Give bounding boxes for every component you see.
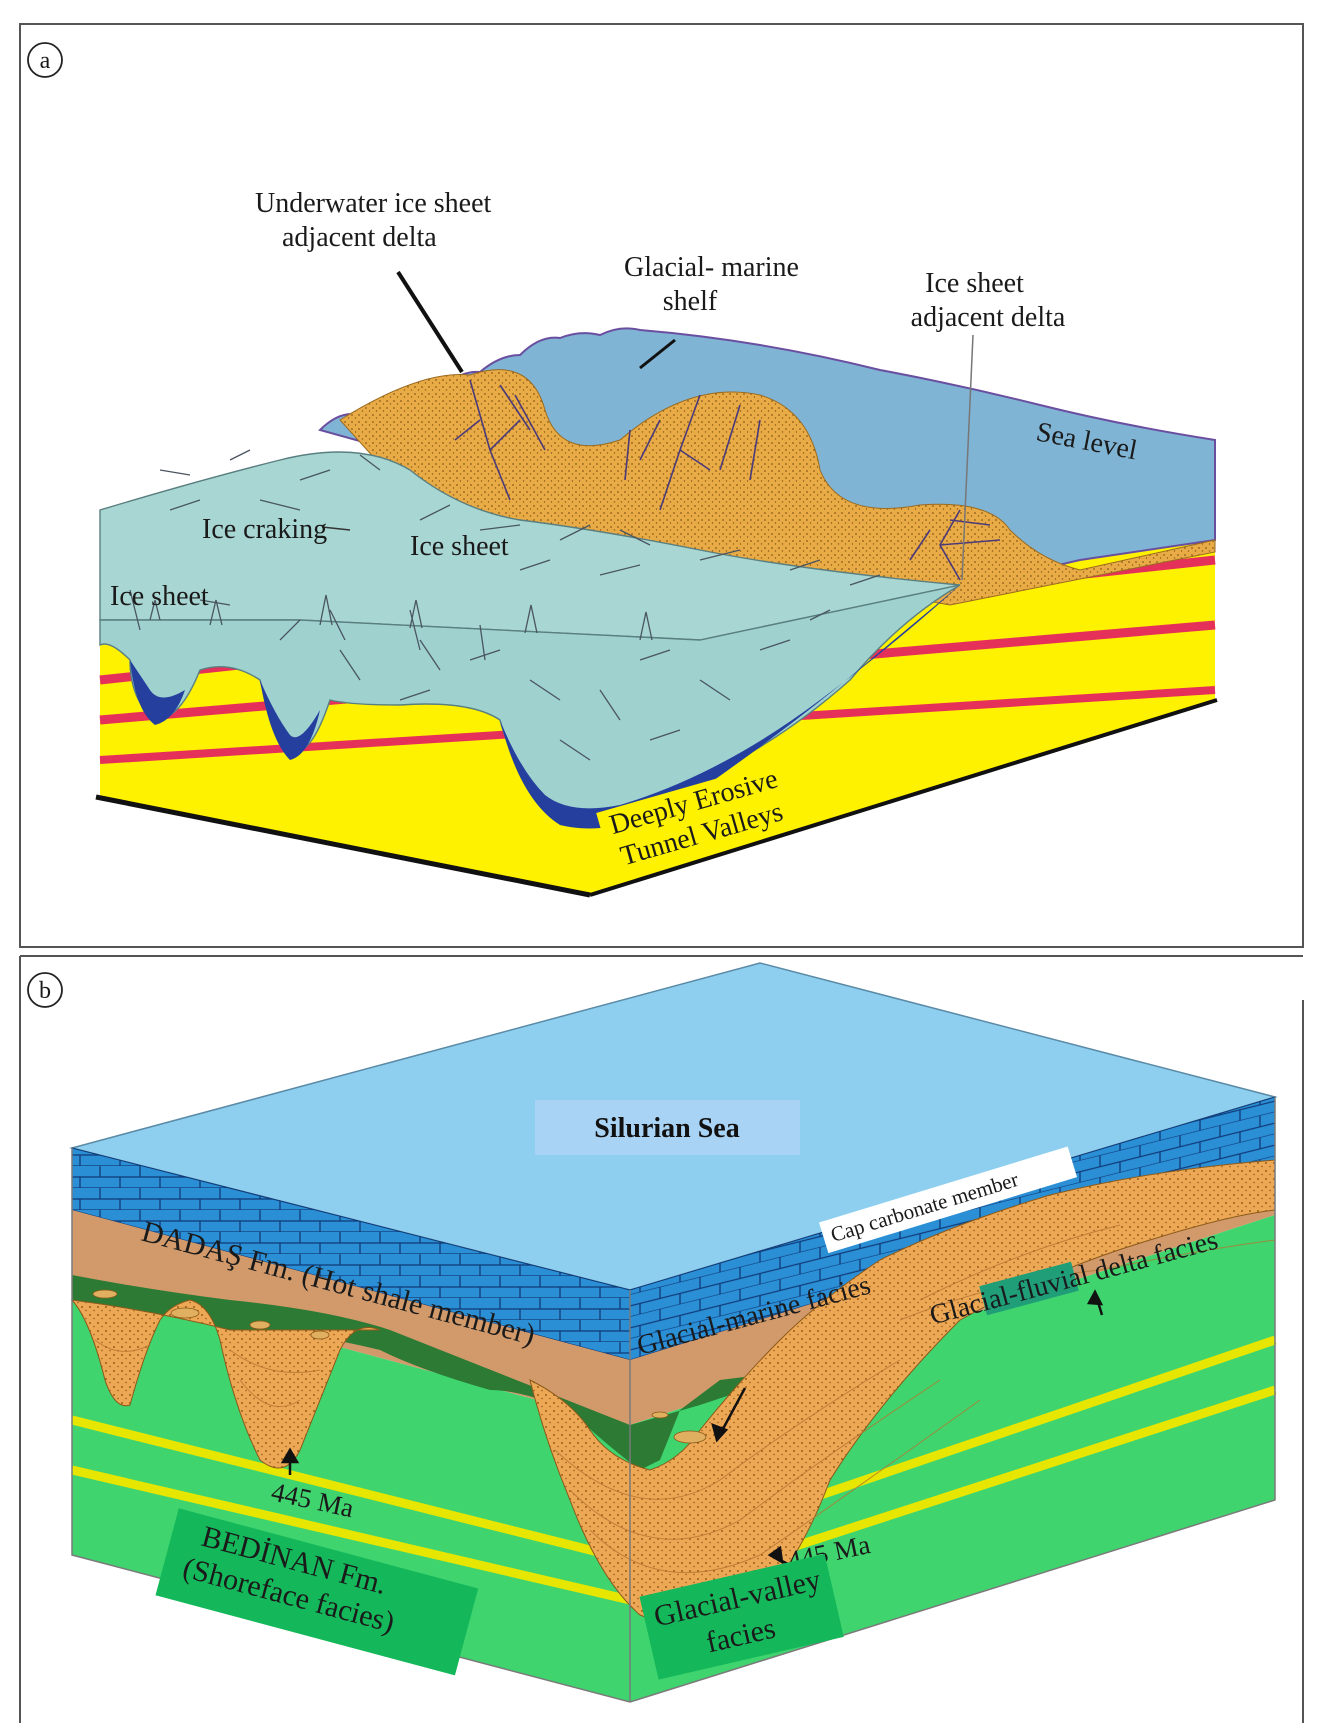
- ice-cracks: [129, 449, 881, 761]
- dropstone-lenses: [92, 1289, 707, 1444]
- bedinan-label-bg: [155, 1508, 479, 1676]
- underwater-delta-label: Underwater ice sheet adjacent delta: [255, 188, 498, 253]
- underwater-delta-leader: [396, 270, 464, 374]
- glacial-marine-shelf-line2: shelf: [663, 286, 718, 317]
- glacial-fluvial-label-bg: [979, 1261, 1079, 1316]
- silurian-sea-label: Silurian Sea: [594, 1113, 739, 1144]
- valley-layering: [94, 1224, 1276, 1574]
- ice-sheet-center-label: Ice sheet: [410, 531, 509, 562]
- age-arrows: [280, 1289, 1104, 1567]
- glacial-valley-label-bg: [639, 1554, 844, 1680]
- valley-left-small: [70, 1299, 381, 1469]
- panel-b-marker: b: [39, 978, 51, 1004]
- shelf-leader: [639, 338, 676, 370]
- ice-sheet-delta-label: Ice sheet adjacent delta: [911, 268, 1066, 333]
- tunnel-valleys-label-bg: [596, 757, 805, 871]
- ice-craking-leader: [321, 526, 351, 531]
- ice-sheet-delta-line1: Ice sheet: [925, 268, 1024, 299]
- underwater-delta-line1: Underwater ice sheet: [255, 188, 492, 219]
- cap-carbonate-label-bg: [819, 1146, 1078, 1254]
- tunnel-valleys-fill: [130, 585, 960, 829]
- glacial-marine-shelf-label: Glacial- marine shelf: [624, 252, 806, 317]
- ice-sheet-top: [99, 451, 961, 641]
- ice-crevasses: [149, 594, 653, 641]
- block-outline: [71, 1097, 1276, 1703]
- panel-a: a: [19, 23, 1304, 948]
- glacial-marine-shelf-line1: Glacial- marine: [624, 252, 799, 283]
- ice-sheet-delta-line2: adjacent delta: [911, 302, 1066, 333]
- ice-craking-label: Ice craking: [202, 514, 327, 545]
- glacial-valley-label: Glacial-valley facies: [639, 1554, 844, 1680]
- panel-b-marker-circle: [27, 972, 63, 1008]
- panel-a-marker-circle: [27, 42, 63, 78]
- ice-delta-leader: [961, 334, 974, 581]
- panel-b: b: [19, 955, 1304, 1723]
- delta-channels: [454, 379, 1001, 581]
- delta-deposits: [339, 369, 1216, 606]
- silurian-sea-label-bg: [535, 1100, 800, 1155]
- ice-sheet-left-label: Ice sheet: [110, 581, 209, 612]
- panel-a-marker: a: [40, 48, 51, 74]
- underwater-delta-line2: adjacent delta: [282, 222, 437, 253]
